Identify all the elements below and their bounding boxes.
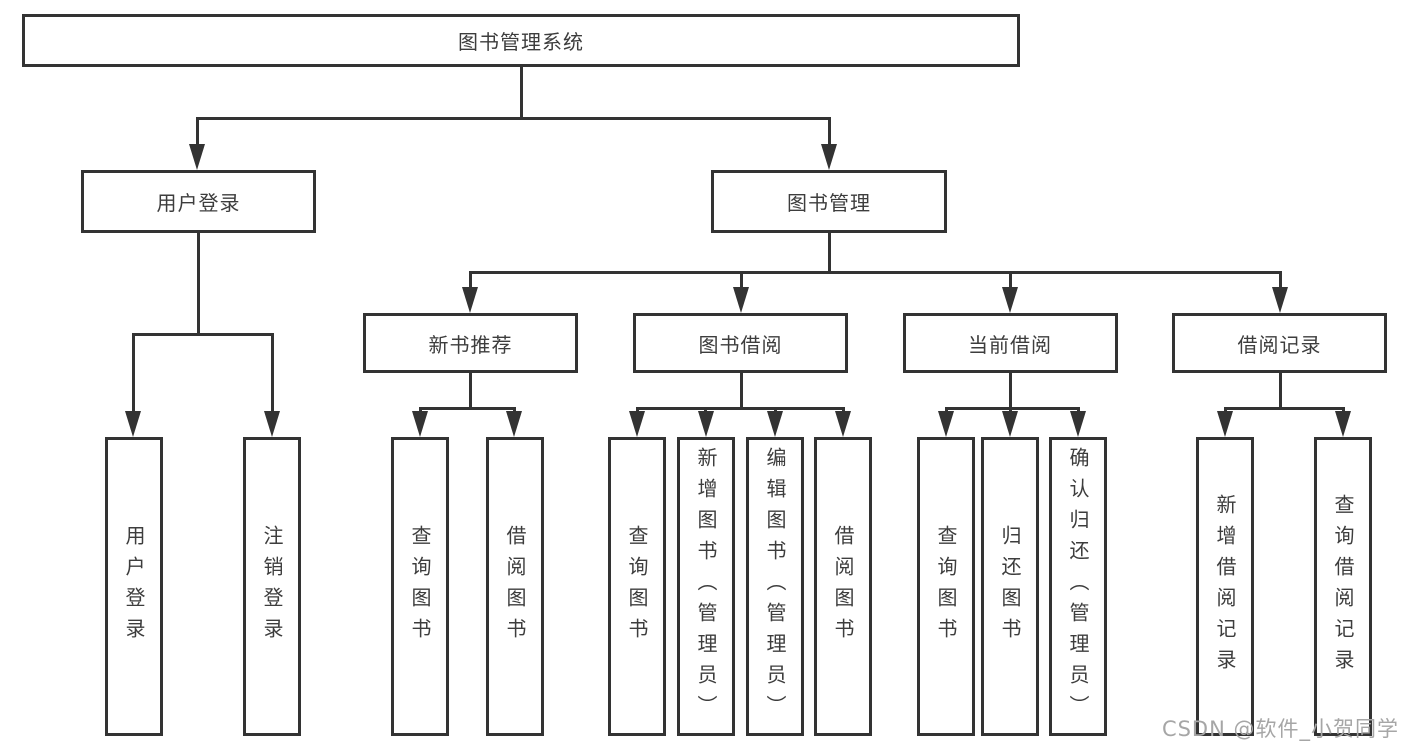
connector-arrow xyxy=(1002,407,1018,437)
connector-arrow xyxy=(938,407,954,437)
connector-line xyxy=(195,117,830,120)
connector-line xyxy=(196,233,200,333)
node-user-login-leaf: 用户登录 xyxy=(105,437,163,736)
node-query-books-borrow: 查询图书 xyxy=(608,437,666,736)
connector-line xyxy=(418,407,515,410)
connector-arrow xyxy=(1002,271,1018,313)
connector-line xyxy=(468,271,1281,274)
node-label: 确认归还（管理员） xyxy=(1066,447,1090,726)
node-current-borrowing: 当前借阅 xyxy=(902,313,1118,373)
node-borrow-books-leaf: 借阅图书 xyxy=(814,437,872,736)
connector-arrow xyxy=(1217,407,1233,437)
connector-arrow xyxy=(733,271,749,313)
connector-arrow xyxy=(189,117,205,170)
node-return-book: 归还图书 xyxy=(981,437,1039,736)
node-label: 新增图书（管理员） xyxy=(694,447,718,726)
node-label: 编辑图书（管理员） xyxy=(763,447,787,726)
connector-arrow xyxy=(506,407,522,437)
node-label: 用户登录 xyxy=(156,191,241,215)
connector-line xyxy=(944,407,1079,410)
node-book-borrowing: 图书借阅 xyxy=(633,313,848,373)
node-confirm-return-admin: 确认归还（管理员） xyxy=(1049,437,1107,736)
node-library-management-system: 图书管理系统 xyxy=(22,14,1020,67)
connector-arrow xyxy=(1070,407,1086,437)
connector-line xyxy=(827,233,831,271)
csdn-watermark: CSDN @软件_小贺同学 xyxy=(1161,717,1399,741)
node-borrow-books-recommend: 借阅图书 xyxy=(486,437,544,736)
connector-arrow xyxy=(1335,407,1351,437)
node-label: 查询借阅记录 xyxy=(1331,493,1355,680)
connector-line xyxy=(468,373,472,407)
connector-arrow xyxy=(629,407,645,437)
node-label: 借阅图书 xyxy=(831,524,855,649)
node-logout: 注销登录 xyxy=(243,437,301,736)
connector-arrow xyxy=(767,407,783,437)
node-label: 用户登录 xyxy=(122,524,146,649)
node-label: 查询图书 xyxy=(625,524,649,649)
node-label: 注销登录 xyxy=(260,524,284,649)
node-borrowing-records: 借阅记录 xyxy=(1172,313,1387,373)
connector-arrow xyxy=(125,333,141,437)
node-new-book-recommendation: 新书推荐 xyxy=(363,313,578,373)
node-label: 归还图书 xyxy=(998,524,1022,649)
node-label: 图书管理 xyxy=(787,191,871,215)
node-label: 借阅图书 xyxy=(503,524,527,649)
connector-line xyxy=(131,333,273,336)
connector-line xyxy=(519,67,523,117)
connector-arrow xyxy=(835,407,851,437)
connector-line xyxy=(1223,407,1344,410)
node-add-book-admin: 新增图书（管理员） xyxy=(677,437,735,736)
connector-line xyxy=(739,373,743,407)
connector-line xyxy=(1278,373,1282,407)
node-label: 图书管理系统 xyxy=(458,30,584,54)
node-query-borrow-record: 查询借阅记录 xyxy=(1314,437,1372,736)
node-label: 图书借阅 xyxy=(698,332,783,357)
node-query-books-current: 查询图书 xyxy=(917,437,975,736)
node-label: 当前借阅 xyxy=(968,332,1052,357)
node-query-books-recommend: 查询图书 xyxy=(391,437,449,736)
connector-arrow xyxy=(412,407,428,437)
connector-arrow xyxy=(821,117,837,170)
node-add-borrow-record: 新增借阅记录 xyxy=(1196,437,1254,736)
node-label: 查询图书 xyxy=(934,524,958,649)
connector-arrow xyxy=(264,333,280,437)
node-label: 新书推荐 xyxy=(428,332,513,357)
node-label: 查询图书 xyxy=(408,524,432,649)
connector-arrow xyxy=(1272,271,1288,313)
connector-arrow xyxy=(462,271,478,313)
node-label: 新增借阅记录 xyxy=(1213,493,1237,680)
node-book-management: 图书管理 xyxy=(711,170,947,233)
node-user-login: 用户登录 xyxy=(81,170,316,233)
connector-line xyxy=(1008,373,1012,407)
connector-line xyxy=(635,407,844,410)
node-label: 借阅记录 xyxy=(1237,332,1322,357)
node-edit-book-admin: 编辑图书（管理员） xyxy=(746,437,804,736)
connector-arrow xyxy=(697,407,714,437)
